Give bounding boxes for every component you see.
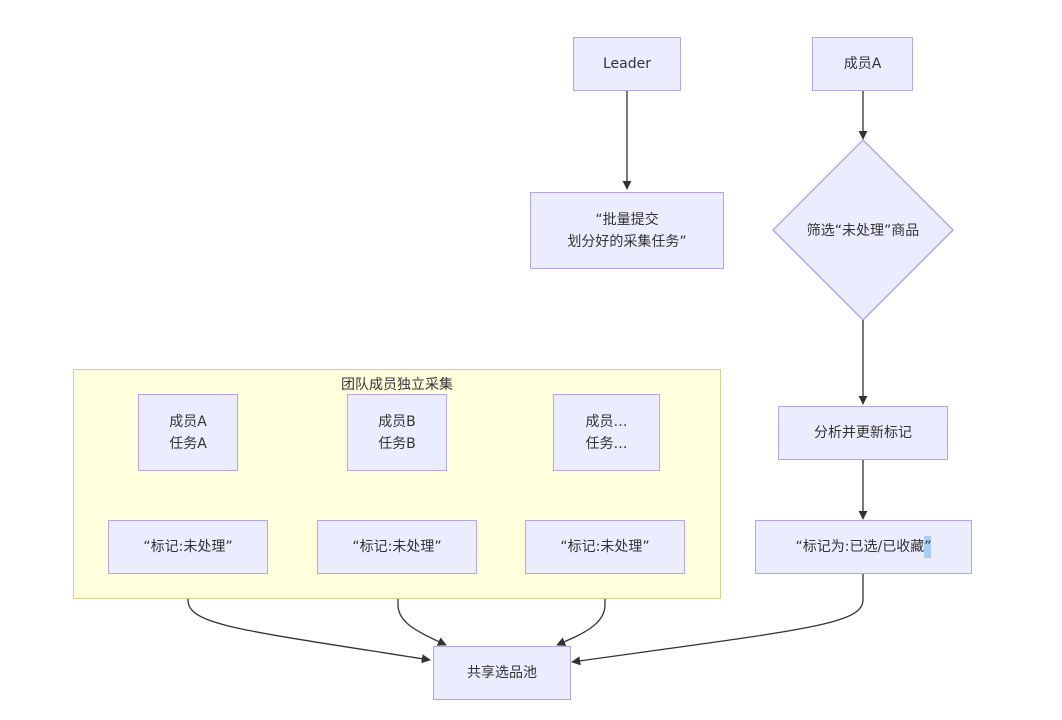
node-mark-unprocessed-a[interactable]: “标记:未处理” [108, 520, 268, 574]
node-shared-pool[interactable]: 共享选品池 [433, 646, 571, 700]
decision-label: 筛选“未处理”商品 [806, 223, 920, 239]
node-member-a-top[interactable]: 成员A [812, 37, 913, 91]
node-member-a-task[interactable]: 成员A 任务A [138, 394, 238, 471]
node-mark-unprocessed-b[interactable]: “标记:未处理” [317, 520, 477, 574]
node-leader[interactable]: Leader [573, 37, 681, 91]
edge-mark-a-to-pool [187, 573, 431, 664]
node-mark-unprocessed-etc[interactable]: “标记:未处理” [525, 520, 685, 574]
mark-selected-text: “标记为:已选/已收藏 [795, 539, 925, 555]
edge-mark-etc-to-pool [556, 573, 606, 646]
edge-mark-b-to-pool [397, 573, 447, 646]
edge-mark-selected-to-pool [571, 573, 864, 666]
node-batch-submit[interactable]: “批量提交 划分好的采集任务” [530, 192, 724, 269]
cluster-title: 团队成员独立采集 [341, 377, 453, 393]
node-member-etc-task[interactable]: 成员… 任务… [553, 394, 660, 471]
node-member-b-task[interactable]: 成员B 任务B [347, 394, 447, 471]
node-analyze-update[interactable]: 分析并更新标记 [778, 406, 948, 460]
node-mark-selected[interactable]: “标记为:已选/已收藏” [755, 520, 972, 574]
mark-selected-quote-highlighted: ” [924, 536, 932, 558]
